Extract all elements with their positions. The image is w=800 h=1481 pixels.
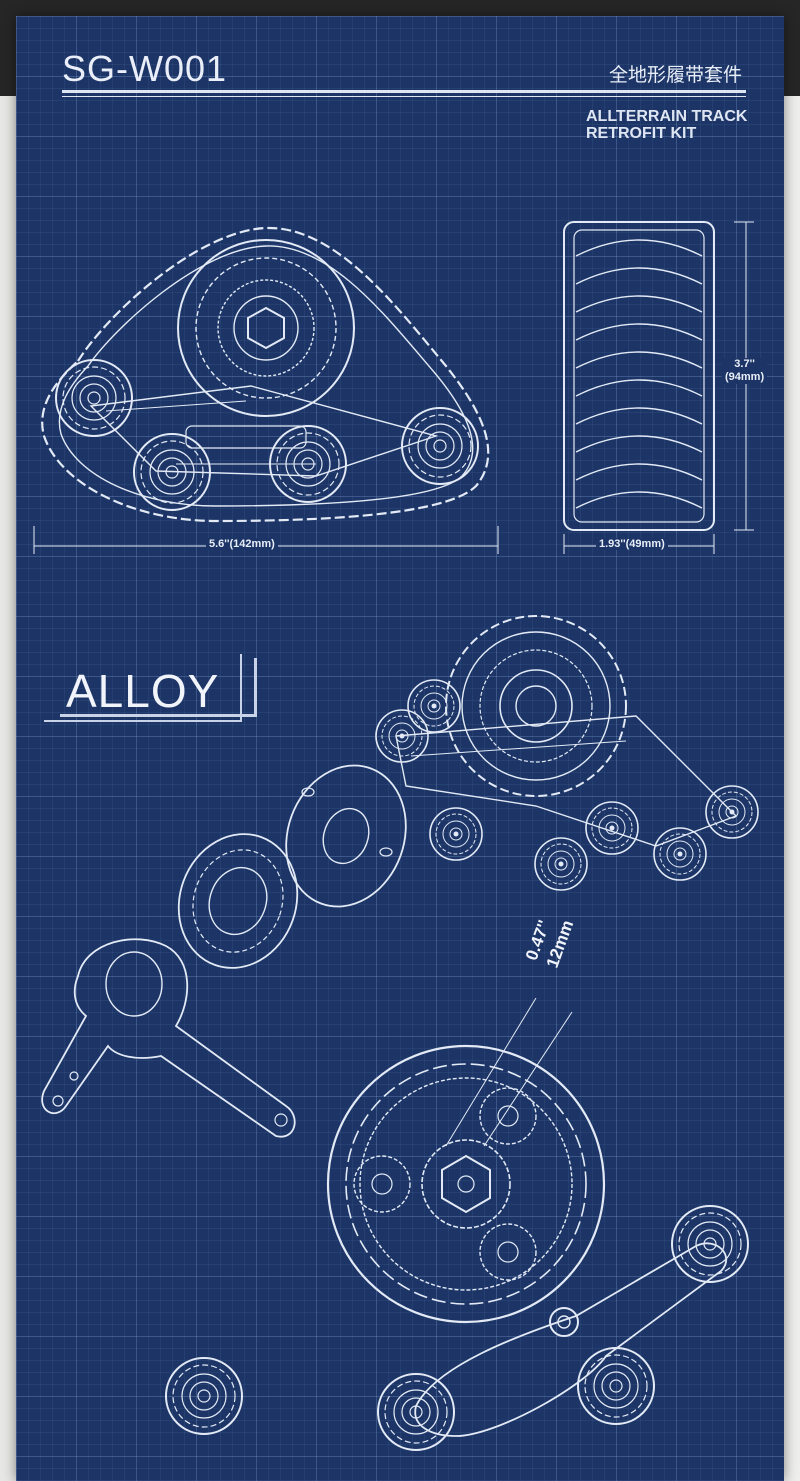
side-length-label: 5.6''(142mm) xyxy=(206,538,278,550)
track-front-view xyxy=(563,221,715,531)
product-title-cn: 全地形履带套件 xyxy=(608,65,742,86)
height-mm-label: (94mm) xyxy=(725,371,765,383)
exploded-parts xyxy=(41,764,407,1138)
material-label: ALLOY xyxy=(66,665,220,717)
badge-frame-inner xyxy=(60,658,257,717)
header-rule-thick xyxy=(62,90,746,93)
bogie-arm xyxy=(414,1242,728,1437)
height-label: 3.7'' (94mm) xyxy=(722,358,768,384)
technical-drawing xyxy=(33,221,759,1451)
product-title-en-line2: RETROFIT KIT xyxy=(586,125,697,142)
product-title-en-line1: ALLTERRAIN TRACK xyxy=(586,108,748,125)
track-side-view xyxy=(41,226,490,523)
product-title-en: ALLTERRAIN TRACK RETROFIT KIT xyxy=(586,108,776,142)
height-in-label: 3.7'' xyxy=(734,358,755,370)
assembled-unit xyxy=(395,615,738,847)
header-rule-thin xyxy=(62,96,746,97)
gear-detail xyxy=(326,997,606,1324)
model-code: SG-W001 xyxy=(62,48,228,89)
badge-frame-outer xyxy=(44,654,242,722)
paper-margin-left xyxy=(0,96,20,1481)
blueprint-sheet: SG-W001 全地形履带套件 ALLTERRAIN TRACK RETROFI… xyxy=(16,16,784,1481)
material-badge: ALLOY xyxy=(44,654,257,724)
width-label: 1.93''(49mm) xyxy=(596,538,668,550)
paper-margin-right xyxy=(780,96,800,1481)
